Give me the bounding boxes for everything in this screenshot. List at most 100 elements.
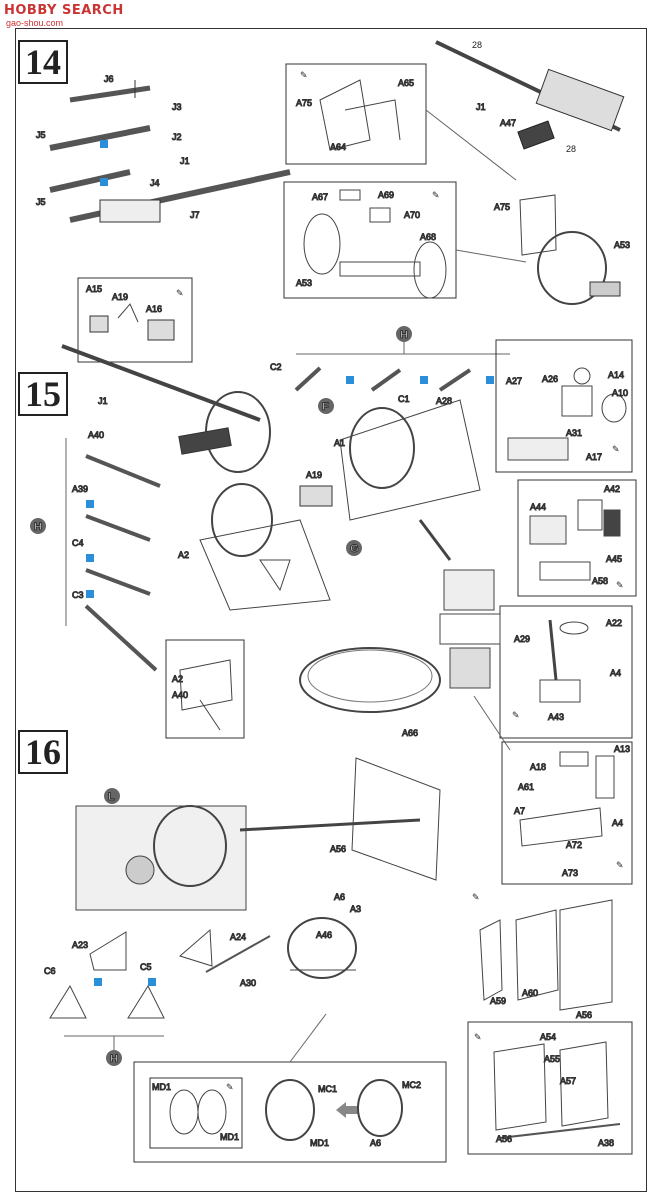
- label-a43: A43: [548, 712, 564, 722]
- instruction-frame: [15, 28, 647, 1192]
- letter-h-1: H: [400, 329, 408, 341]
- mirror-icon: [86, 500, 94, 508]
- label-a18: A18: [530, 762, 546, 772]
- glue-icon: ✎: [616, 580, 624, 590]
- label-a38: A38: [598, 1138, 614, 1148]
- glue-icon: ✎: [226, 1082, 234, 1092]
- label-a75: A75: [296, 98, 312, 108]
- label-a61: A61: [518, 782, 534, 792]
- step-15-badge: 15: [18, 372, 68, 416]
- letter-h-3: H: [110, 1053, 118, 1065]
- label-main-j1: J1: [98, 396, 108, 406]
- label-a7: A7: [514, 806, 525, 816]
- label-a68: A68: [420, 232, 436, 242]
- label-j5b: J5: [36, 197, 46, 207]
- label-16-a56: A56: [330, 844, 346, 854]
- glue-icon: ✎: [512, 710, 520, 720]
- label-a31: A31: [566, 428, 582, 438]
- label-sub-a2: A2: [172, 674, 183, 684]
- label-c5: C5: [140, 962, 152, 972]
- label-bottom-a6: A6: [370, 1138, 381, 1148]
- step-16-badge: 16: [18, 730, 68, 774]
- label-mc2: MC2: [402, 1080, 421, 1090]
- glue-icon: ✎: [474, 1032, 482, 1042]
- label-a19: A19: [112, 292, 128, 302]
- label-md1-c: MD1: [310, 1138, 329, 1148]
- mirror-icon: [86, 554, 94, 562]
- label-mc1: MC1: [318, 1084, 337, 1094]
- circle-letters: H F G H L H: [30, 326, 412, 1066]
- label-a2: A2: [178, 550, 189, 560]
- label-a39: A39: [72, 484, 88, 494]
- label-a27: A27: [506, 376, 522, 386]
- label-j7: J7: [190, 210, 200, 220]
- label-a60: A60: [522, 988, 538, 998]
- label-a26: A26: [542, 374, 558, 384]
- label-a67: A67: [312, 192, 328, 202]
- label-a54: A54: [540, 1032, 556, 1042]
- glue-icon: ✎: [176, 288, 184, 298]
- label-a10: A10: [612, 388, 628, 398]
- label-a30: A30: [240, 978, 256, 988]
- label-a73: A73: [562, 868, 578, 878]
- label-a44: A44: [530, 502, 546, 512]
- mirror-icon: [94, 978, 102, 986]
- step14-diagram: J6 J3 J5 J2 J1 J4 J5 J7 ✎ A65 A75 A64 ✎ …: [36, 40, 631, 305]
- ref-tag-2: 28: [566, 144, 576, 154]
- label-a1: A1: [334, 438, 345, 448]
- label-a22: A22: [606, 618, 622, 628]
- label-md1-b: MD1: [220, 1132, 239, 1142]
- step-14-badge: 14: [18, 40, 68, 84]
- label-a66: A66: [402, 728, 418, 738]
- label-a17: A17: [586, 452, 602, 462]
- mirror-icon: [86, 590, 94, 598]
- label-a45: A45: [606, 554, 622, 564]
- label-md1-a: MD1: [152, 1082, 171, 1092]
- label-a29: A29: [514, 634, 530, 644]
- label-main-a19: A19: [306, 470, 322, 480]
- label-j2: J2: [172, 132, 182, 142]
- label-a72: A72: [566, 840, 582, 850]
- letter-g: G: [350, 543, 359, 555]
- label-a46: A46: [316, 930, 332, 940]
- label-shield-a56: A56: [576, 1010, 592, 1020]
- label-c1: C1: [398, 394, 410, 404]
- label-a14: A14: [608, 370, 624, 380]
- glue-icon: ✎: [612, 444, 620, 454]
- label-sub-a40: A40: [172, 690, 188, 700]
- label-a65: A65: [398, 78, 414, 88]
- label-j1: J1: [180, 156, 190, 166]
- glue-icon: ✎: [472, 892, 480, 902]
- mirror-icon: [100, 140, 108, 148]
- letter-f: F: [322, 401, 329, 413]
- label-a15: A15: [86, 284, 102, 294]
- label-j5: J5: [36, 130, 46, 140]
- label-a59: A59: [490, 996, 506, 1006]
- mirror-icon: [420, 376, 428, 384]
- label-a24: A24: [230, 932, 246, 942]
- label-a4: A4: [610, 668, 621, 678]
- label-a28: A28: [436, 396, 452, 406]
- label-c6: C6: [44, 966, 56, 976]
- label-j4: J4: [150, 178, 160, 188]
- label-a69: A69: [378, 190, 394, 200]
- label-c2: C2: [270, 362, 282, 372]
- step15-diagram: ✎ A15 A19 A16 C2 C1 A28 A27 J1 A1 A19 A2: [61, 277, 637, 751]
- letter-h-2: H: [34, 521, 42, 533]
- label-a70: A70: [404, 210, 420, 220]
- label-j3: J3: [172, 102, 182, 112]
- label-a13: A13: [614, 744, 630, 754]
- label-a16: A16: [146, 304, 162, 314]
- label-16-a4: A4: [612, 818, 623, 828]
- mirror-icon: [346, 376, 354, 384]
- label-gun-a53: A53: [614, 240, 630, 250]
- ref-tag: 28: [472, 40, 482, 50]
- watermark-brand: HOBBY SEARCH: [4, 3, 124, 18]
- label-a53: A53: [296, 278, 312, 288]
- glue-icon: ✎: [432, 190, 440, 200]
- mirror-icon: [148, 978, 156, 986]
- letter-l: L: [108, 791, 115, 803]
- mirror-icon: [486, 376, 494, 384]
- label-c3: C3: [72, 590, 84, 600]
